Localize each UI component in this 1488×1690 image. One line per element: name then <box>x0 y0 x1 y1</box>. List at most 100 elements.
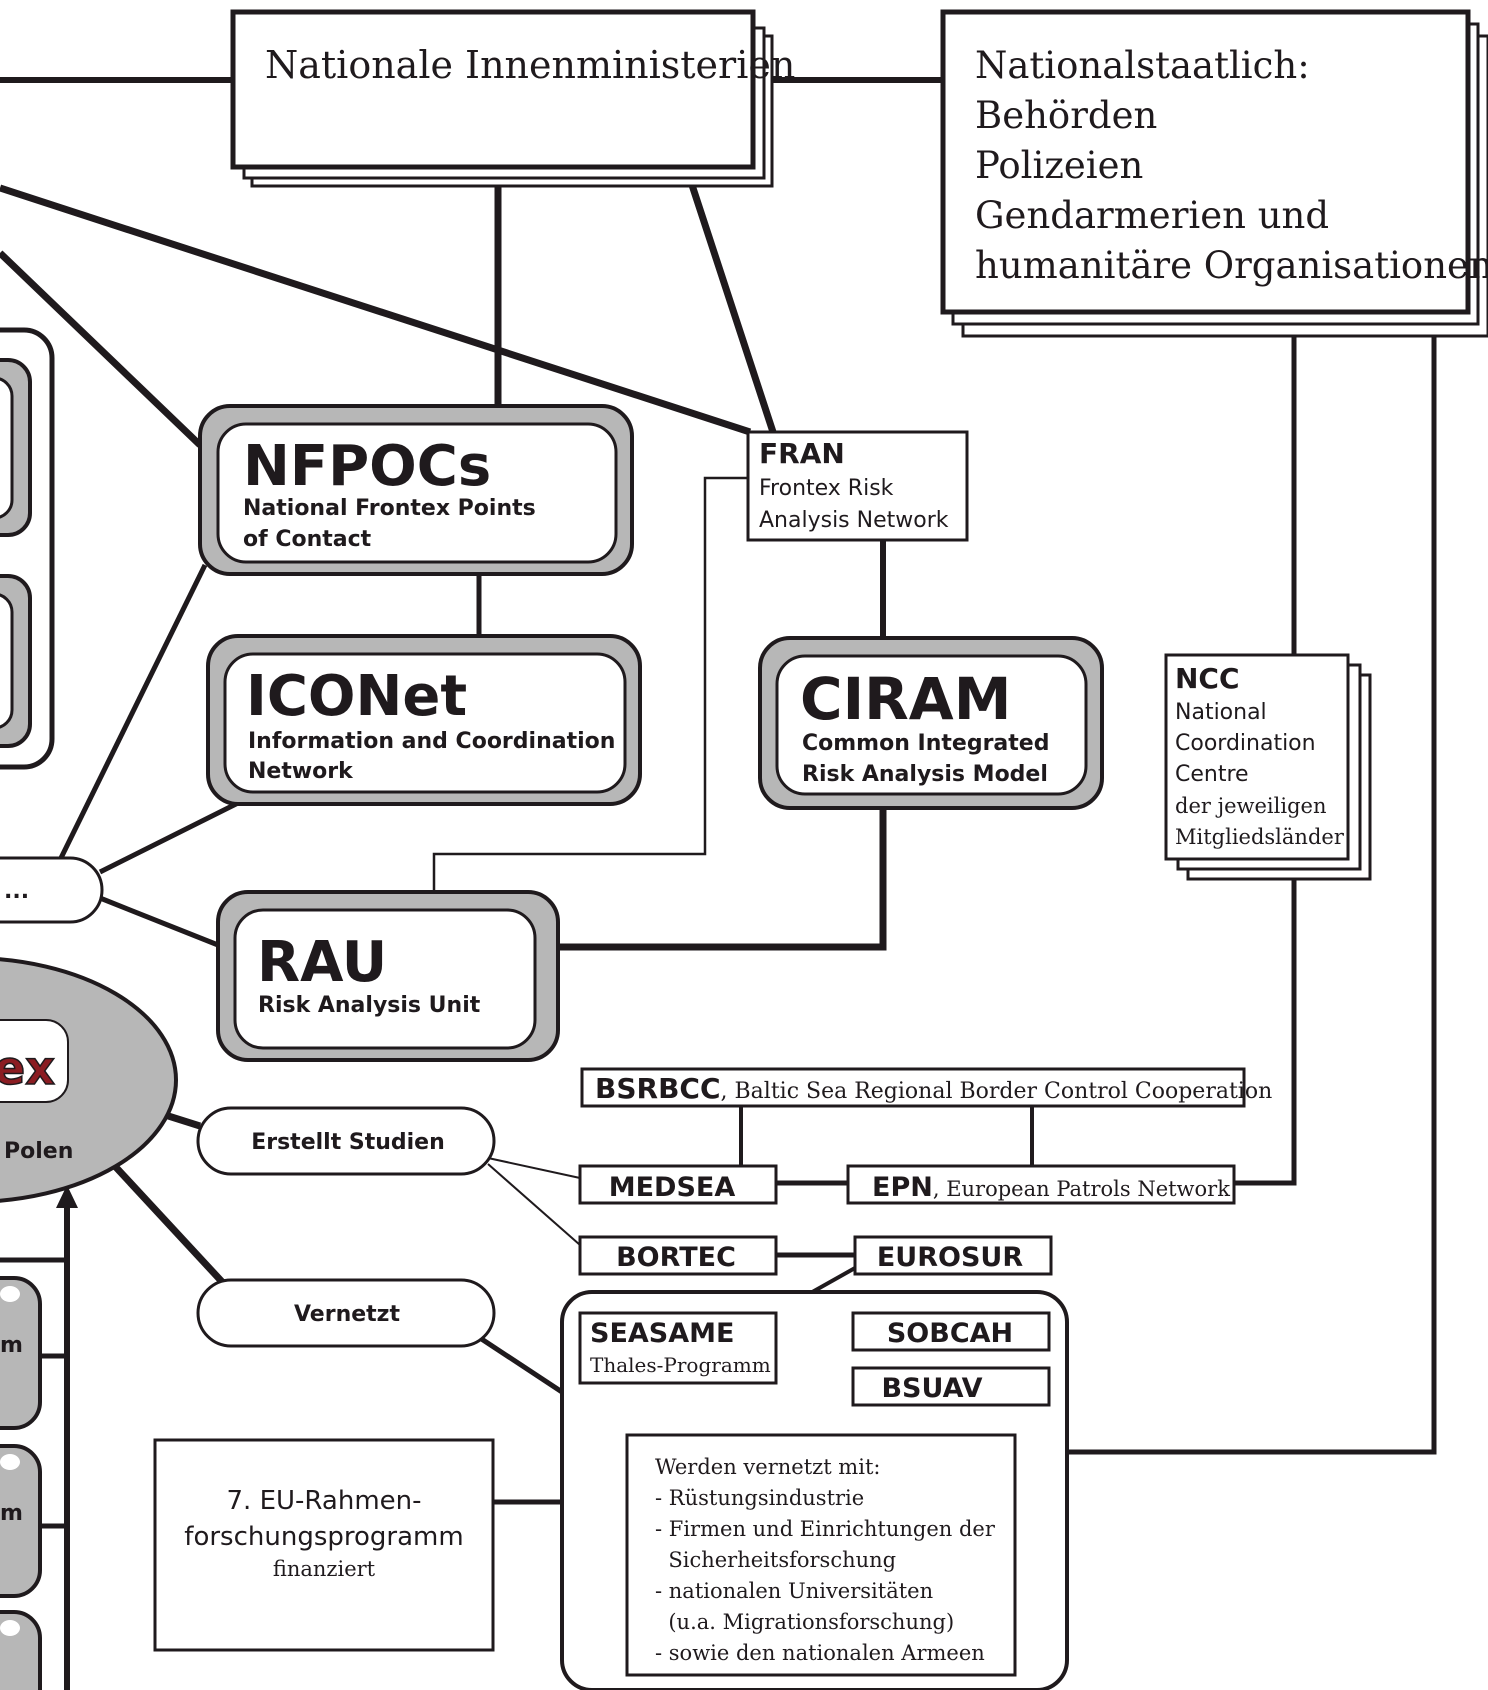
arrowhead-up <box>56 1185 78 1208</box>
seasame-box: SEASAME Thales-Programm <box>578 1311 778 1385</box>
ministerien-box: Nationale Innenministerien <box>230 9 795 188</box>
sobcah-label: SOBCAH <box>887 1318 1013 1349</box>
svg-text:EPN, European Patrols Network: EPN, European Patrols Network <box>872 1172 1230 1203</box>
left-partial-container <box>0 327 55 770</box>
frontex-location: Polen <box>4 1139 73 1164</box>
cylinder-1-text: m <box>0 1333 23 1358</box>
eu-rahmen-line-2: forschungsprogramm <box>184 1522 463 1552</box>
vernetzt-mit-line-5: (u.a. Migrationsforschung) <box>655 1610 954 1634</box>
seasame-subtitle: Thales-Programm <box>590 1353 771 1377</box>
sobcah-box: SOBCAH <box>851 1311 1051 1352</box>
left-cylinders: m m <box>0 1276 42 1690</box>
line-left-to-nfpocs <box>0 250 203 448</box>
nfpocs-box: NFPOCs National Frontex Points of Contac… <box>198 404 634 576</box>
nfpocs-subtitle-2: of Contact <box>243 527 372 552</box>
vernetzt-mit-line-2: - Firmen und Einrichtungen der <box>655 1517 996 1541</box>
line-ellipsis-to-rau <box>99 895 219 948</box>
svg-text:BSRBCC, Baltic Sea Regional Bo: BSRBCC, Baltic Sea Regional Border Contr… <box>595 1072 1272 1105</box>
ellipsis-pill: ... <box>0 856 104 924</box>
cylinder-2: m <box>0 1444 42 1598</box>
studien-label: Erstellt Studien <box>251 1130 445 1155</box>
vernetzt-mit-line-1: - Rüstungsindustrie <box>655 1486 864 1510</box>
fran-box: FRAN Frontex Risk Analysis Network <box>746 430 969 542</box>
fran-title: FRAN <box>759 437 845 470</box>
iconet-title: ICONet <box>246 664 467 729</box>
bsrbcc-abbr: BSRBCC <box>595 1072 721 1105</box>
vernetzt-mit-line-3: Sicherheitsforschung <box>655 1548 896 1572</box>
ncc-line-2: Coordination <box>1175 731 1316 756</box>
studien-pill: Erstellt Studien <box>196 1106 496 1176</box>
bsrbcc-full: , Baltic Sea Regional Border Control Coo… <box>721 1079 1273 1104</box>
line-ministerien-to-fran <box>688 183 777 434</box>
ncc-line-5: Mitgliedsländer <box>1175 825 1345 849</box>
ncc-line-1: National <box>1175 700 1267 725</box>
line-national-to-epn <box>1234 337 1297 1186</box>
nfpocs-title: NFPOCs <box>243 434 491 499</box>
ncc-title: NCC <box>1175 662 1240 695</box>
eurosur-box: EUROSUR <box>853 1235 1053 1276</box>
epn-box: EPN, European Patrols Network <box>846 1164 1236 1205</box>
bsuav-box: BSUAV <box>851 1366 1051 1407</box>
rau-title: RAU <box>257 930 387 995</box>
line-frontex-to-vernetzt <box>109 1160 228 1288</box>
iconet-subtitle-1: Information and Coordination <box>248 729 615 754</box>
national-line-3: Gendarmerien und <box>975 194 1329 237</box>
connector-lines <box>0 77 1437 1690</box>
line-vernetzt-to-box <box>475 1333 564 1395</box>
fran-line-2: Analysis Network <box>759 508 949 533</box>
vernetzt-mit-line-6: - sowie den nationalen Armeen <box>655 1641 985 1665</box>
eurosur-label: EUROSUR <box>877 1242 1023 1273</box>
line-studien-to-medsea <box>487 1157 581 1179</box>
national-box: Nationalstaatlich: Behörden Polizeien Ge… <box>940 9 1488 338</box>
bsrbcc-box: BSRBCC, Baltic Sea Regional Border Contr… <box>580 1067 1272 1108</box>
medsea-box: MEDSEA <box>578 1164 778 1205</box>
medsea-label: MEDSEA <box>609 1172 736 1203</box>
national-line-2: Polizeien <box>975 144 1143 187</box>
cylinder-3 <box>0 1610 42 1690</box>
eu-rahmen-line-3: finanziert <box>273 1557 376 1581</box>
bortec-box: BORTEC <box>578 1235 778 1276</box>
frontex-logo-fragment: ex <box>0 1041 55 1095</box>
vernetzt-label: Vernetzt <box>294 1302 400 1327</box>
line-left-to-fran <box>0 184 752 436</box>
nfpocs-subtitle-1: National Frontex Points <box>243 496 536 521</box>
bsuav-label: BSUAV <box>881 1373 982 1404</box>
line-nfpocs-to-ellipsis <box>57 563 208 862</box>
ncc-line-4: der jeweiligen <box>1175 794 1326 818</box>
line-fran-to-rau <box>432 476 748 892</box>
frontex-ellipse: ex Polen <box>0 957 178 1203</box>
line-ciram-to-rau <box>558 807 887 951</box>
research-container: SEASAME Thales-Programm SOBCAH BSUAV Wer… <box>560 1290 1069 1690</box>
iconet-box: ICONet Information and Coordination Netw… <box>206 634 642 806</box>
line-national-to-vernetzt-box <box>1067 337 1437 1455</box>
rau-box: RAU Risk Analysis Unit <box>216 890 560 1062</box>
epn-full: , European Patrols Network <box>933 1177 1230 1201</box>
fran-line-1: Frontex Risk <box>759 476 894 501</box>
ciram-box: CIRAM Common Integrated Risk Analysis Mo… <box>758 636 1104 810</box>
ncc-line-3: Centre <box>1175 762 1249 787</box>
national-line-4: humanitäre Organisationen <box>975 244 1488 287</box>
vernetzt-pill: Vernetzt <box>196 1278 496 1348</box>
national-line-1: Behörden <box>975 94 1157 137</box>
seasame-title: SEASAME <box>590 1318 734 1349</box>
eu-rahmen-line-1: 7. EU-Rahmen- <box>227 1486 422 1516</box>
vernetzt-mit-heading: Werden vernetzt mit: <box>655 1455 880 1479</box>
ciram-title: CIRAM <box>800 665 1011 733</box>
rau-subtitle: Risk Analysis Unit <box>258 993 481 1018</box>
line-studien-to-bortec <box>487 1163 581 1246</box>
iconet-subtitle-2: Network <box>248 759 354 784</box>
vernetzt-mit-box: Werden vernetzt mit: - Rüstungsindustrie… <box>625 1433 1017 1677</box>
eu-rahmen-box: 7. EU-Rahmen- forschungsprogramm finanzi… <box>153 1438 495 1652</box>
ciram-subtitle-1: Common Integrated <box>802 731 1049 756</box>
cylinder-2-text: m <box>0 1501 23 1526</box>
ciram-subtitle-2: Risk Analysis Model <box>802 762 1048 787</box>
bortec-label: BORTEC <box>616 1242 736 1273</box>
line-iconet-to-ellipsis <box>98 799 242 875</box>
ncc-box: NCC National Coordination Centre der jew… <box>1164 653 1372 881</box>
ellipsis-text: ... <box>4 879 29 904</box>
epn-abbr: EPN <box>872 1172 933 1203</box>
ministerien-title: Nationale Innenministerien <box>265 43 795 87</box>
national-title: Nationalstaatlich: <box>975 44 1310 87</box>
cylinder-1: m <box>0 1276 42 1430</box>
